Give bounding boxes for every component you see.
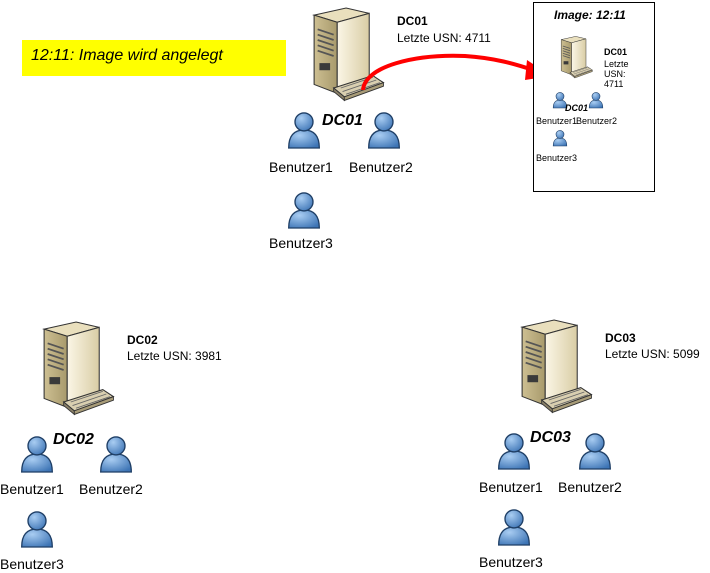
dc02-user1: Benutzer1 [0,481,64,497]
user-icon [286,110,322,150]
image-dc-title: DC01 [604,47,628,57]
server-dc02-icon [37,318,117,422]
image-snapshot-panel: Image: 12:11 DC01 Letzte USN: 4711 DC01 … [533,2,655,192]
user-icon [286,190,322,230]
dc02-user3: Benutzer3 [0,556,64,572]
dc02-title: DC02 [127,333,158,347]
image-title: Image: 12:11 [554,8,626,22]
dc02-site-label: DC02 [53,431,94,448]
dc01-site-label: DC01 [322,112,363,129]
user-icon [496,507,532,547]
user-icon [552,129,568,147]
image-site-label: DC01 [565,103,589,113]
server-dc03-icon [515,316,595,420]
dc03-usn: Letzte USN: 5099 [605,347,700,361]
dc02-user2: Benutzer2 [79,481,143,497]
dc02-usn: Letzte USN: 3981 [127,349,222,363]
user-icon [496,431,532,471]
dc01-user3: Benutzer3 [269,235,333,251]
dc01-user2: Benutzer2 [349,159,413,175]
server-dc01-image-icon [558,35,594,81]
image-usn: Letzte USN: 4711 [604,59,629,89]
user-icon [366,110,402,150]
dc03-user3: Benutzer3 [479,554,543,570]
timestamp-banner: 12:11: Image wird angelegt [22,40,286,76]
image-arrow [361,53,551,91]
dc01-usn: Letzte USN: 4711 [397,31,491,45]
user-icon [19,434,55,474]
arrow-line [361,53,534,91]
image-user3: Benutzer3 [536,153,578,163]
dc01-user1: Benutzer1 [269,159,333,175]
image-user1: Benutzer1 [536,116,578,126]
image-user2: Benutzer2 [576,116,618,126]
dc03-user2: Benutzer2 [558,479,622,495]
dc03-site-label: DC03 [530,429,571,446]
user-icon [577,431,613,471]
user-icon [19,509,55,549]
dc03-user1: Benutzer1 [479,479,543,495]
dc03-title: DC03 [605,331,636,345]
banner-text: 12:11: Image wird angelegt [31,47,223,64]
dc01-title: DC01 [397,14,428,28]
user-icon [588,91,604,109]
user-icon [98,434,134,474]
